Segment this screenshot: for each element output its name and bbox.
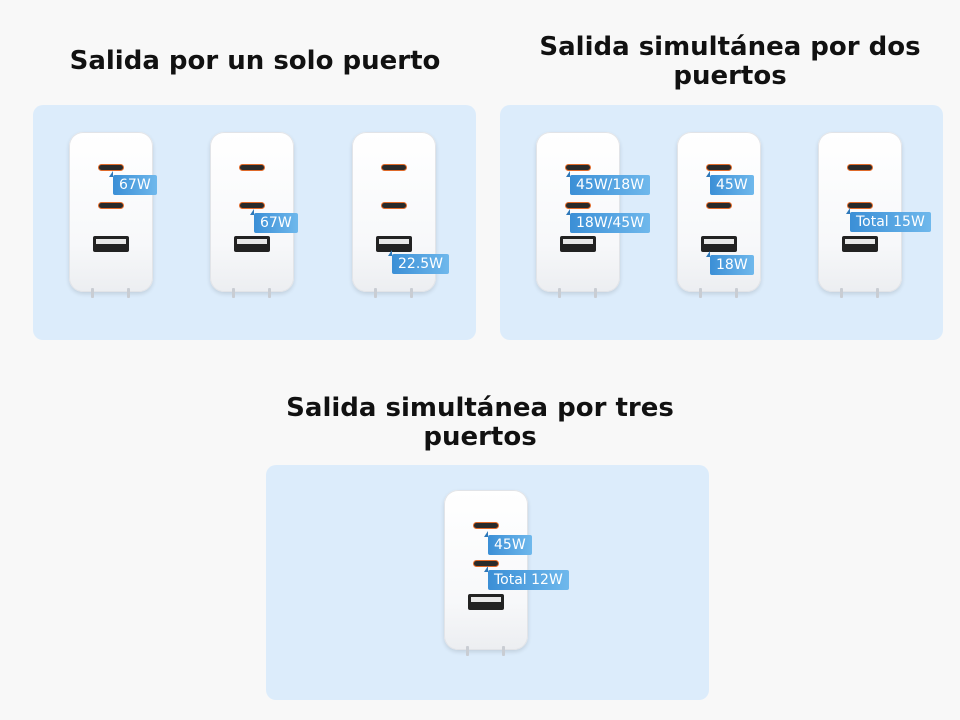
charger-single-a: 22.5W — [352, 132, 450, 298]
charger-prong — [374, 288, 377, 298]
dual-port-panel: 45W/18W 18W/45W 45W 18W Total 15W — [500, 105, 943, 340]
usb-c-port-2 — [847, 202, 873, 209]
charger-body — [69, 132, 153, 292]
power-label: 67W — [109, 171, 157, 195]
single-port-panel: 67W 67W 22.5W — [33, 105, 476, 340]
usb-c-port-2 — [239, 202, 265, 209]
triple-port-panel: 45W Total 12W — [266, 465, 709, 700]
charger-triple: 45W Total 12W — [444, 490, 569, 656]
usb-a-port — [842, 236, 878, 252]
charger-prong — [91, 288, 94, 298]
usb-a-port — [701, 236, 737, 252]
usb-a-port — [468, 594, 504, 610]
charger-prong — [735, 288, 738, 298]
usb-c-port-1 — [239, 164, 265, 171]
usb-c-port-1 — [98, 164, 124, 171]
charger-prong — [876, 288, 879, 298]
charger-prong — [410, 288, 413, 298]
charger-prong — [502, 646, 505, 656]
charger-prong — [232, 288, 235, 298]
charger-dual-total: Total 15W — [818, 132, 931, 298]
power-label-top: 45W — [484, 531, 532, 555]
charger-dual-cc: 45W/18W 18W/45W — [536, 132, 651, 298]
charger-single-c1: 67W — [69, 132, 157, 298]
usb-a-port — [234, 236, 270, 252]
power-label-total: Total 12W — [484, 566, 569, 590]
dual-port-heading: Salida simultánea por dos puertos — [539, 32, 921, 91]
charger-prong — [268, 288, 271, 298]
single-port-heading: Salida por un solo puerto — [69, 46, 441, 76]
power-label-top: 45W — [706, 171, 754, 195]
charger-dual-ca: 45W 18W — [677, 132, 761, 298]
usb-c-port-1 — [565, 164, 591, 171]
triple-port-heading: Salida simultánea por tres puertos — [286, 393, 674, 452]
usb-c-port-2 — [381, 202, 407, 209]
usb-a-port — [560, 236, 596, 252]
usb-c-port-2 — [706, 202, 732, 209]
usb-c-port-2 — [98, 202, 124, 209]
power-label-bottom: 18W/45W — [565, 209, 651, 233]
charger-body — [536, 132, 620, 292]
power-label-total: Total 15W — [846, 208, 931, 232]
usb-c-port-1 — [473, 522, 499, 529]
charger-prong — [840, 288, 843, 298]
power-label-bottom: 18W — [706, 251, 754, 275]
charger-prong — [466, 646, 469, 656]
usb-c-port-1 — [381, 164, 407, 171]
usb-a-port — [376, 236, 412, 252]
charger-prong — [594, 288, 597, 298]
charger-prong — [699, 288, 702, 298]
power-label-top: 45W/18W — [565, 171, 651, 195]
usb-c-port-1 — [706, 164, 732, 171]
usb-c-port-1 — [847, 164, 873, 171]
charger-prong — [127, 288, 130, 298]
power-label: 22.5W — [387, 250, 450, 274]
charger-single-c2: 67W — [210, 132, 298, 298]
power-label: 67W — [250, 209, 298, 233]
usb-a-port — [93, 236, 129, 252]
charger-prong — [558, 288, 561, 298]
usb-c-port-2 — [565, 202, 591, 209]
